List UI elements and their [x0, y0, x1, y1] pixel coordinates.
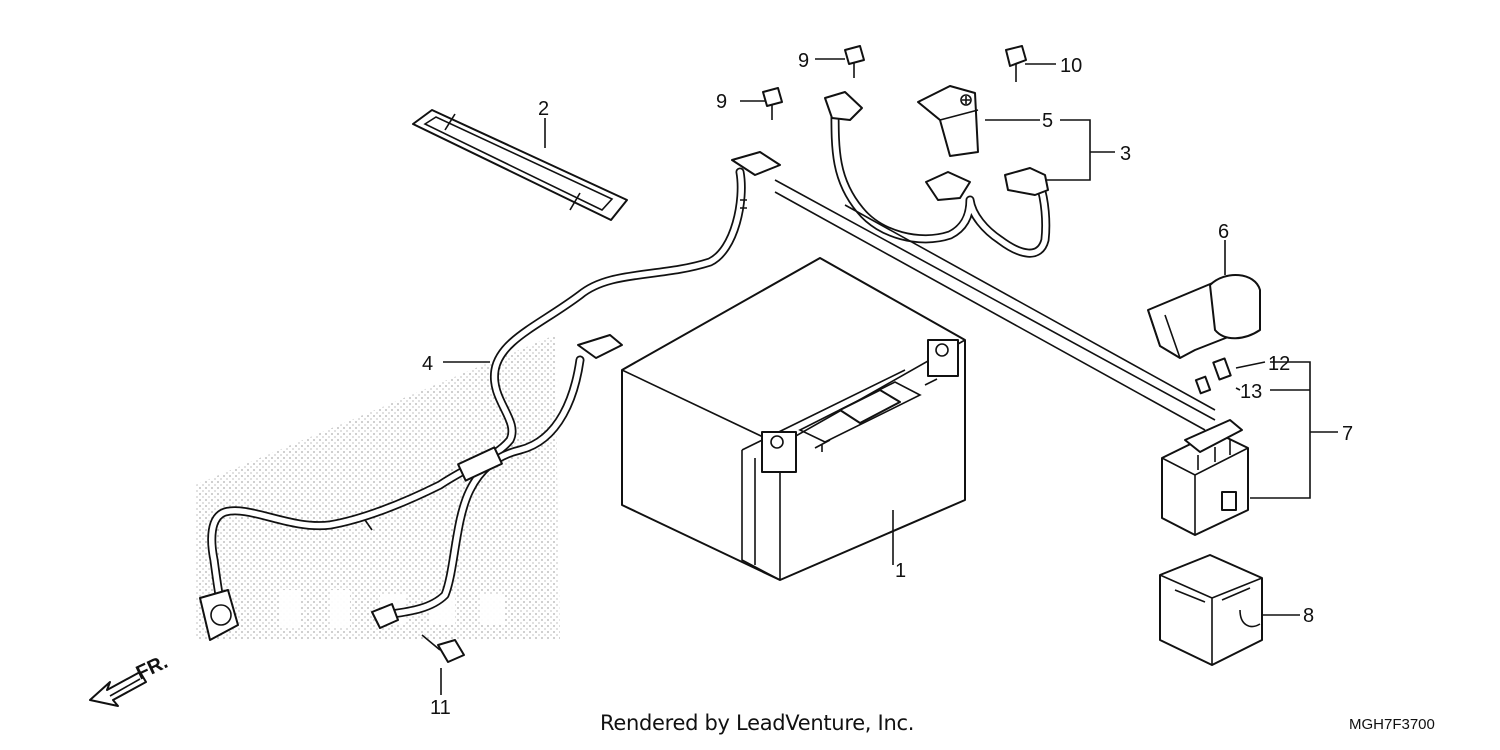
fuse-12[interactable] — [1212, 357, 1232, 381]
callout-12: 12 — [1268, 353, 1290, 375]
diagram-code: MGH7F3700 — [1349, 716, 1435, 733]
front-arrow-icon — [89, 671, 147, 707]
callout-8: 8 — [1303, 605, 1314, 627]
callout-9-left: 9 — [716, 91, 727, 113]
battery[interactable] — [621, 257, 966, 581]
callout-4: 4 — [422, 353, 433, 375]
bolt-10[interactable] — [1005, 45, 1027, 82]
battery-positive-cable[interactable] — [199, 151, 781, 641]
callout-10: 10 — [1060, 55, 1082, 77]
callout-5: 5 — [1042, 110, 1053, 132]
terminal-cover[interactable] — [917, 85, 979, 157]
bolt-9-left[interactable] — [762, 87, 783, 120]
fuse-13[interactable] — [1194, 375, 1212, 395]
callout-1: 1 — [895, 560, 906, 582]
callout-9-right: 9 — [798, 50, 809, 72]
battery-negative-cable[interactable] — [824, 91, 1051, 258]
callout-13: 13 — [1240, 381, 1262, 403]
relay-cover[interactable] — [1147, 273, 1261, 359]
frame-background-stipple — [195, 335, 560, 640]
bolt-11[interactable] — [421, 634, 465, 663]
rendered-by-caption: Rendered by LeadVenture, Inc. — [600, 711, 915, 735]
callout-3: 3 — [1120, 143, 1131, 165]
callout-6: 6 — [1218, 221, 1229, 243]
callout-11: 11 — [430, 697, 451, 719]
callout-2: 2 — [538, 98, 549, 120]
starter-relay[interactable] — [1161, 419, 1249, 536]
harness-wire — [774, 179, 1216, 431]
relay-case[interactable] — [1159, 554, 1263, 666]
callout-7: 7 — [1342, 423, 1353, 445]
leader-lines — [440, 58, 1338, 695]
bolt-9-right[interactable] — [844, 45, 865, 78]
battery-band[interactable] — [412, 109, 628, 221]
